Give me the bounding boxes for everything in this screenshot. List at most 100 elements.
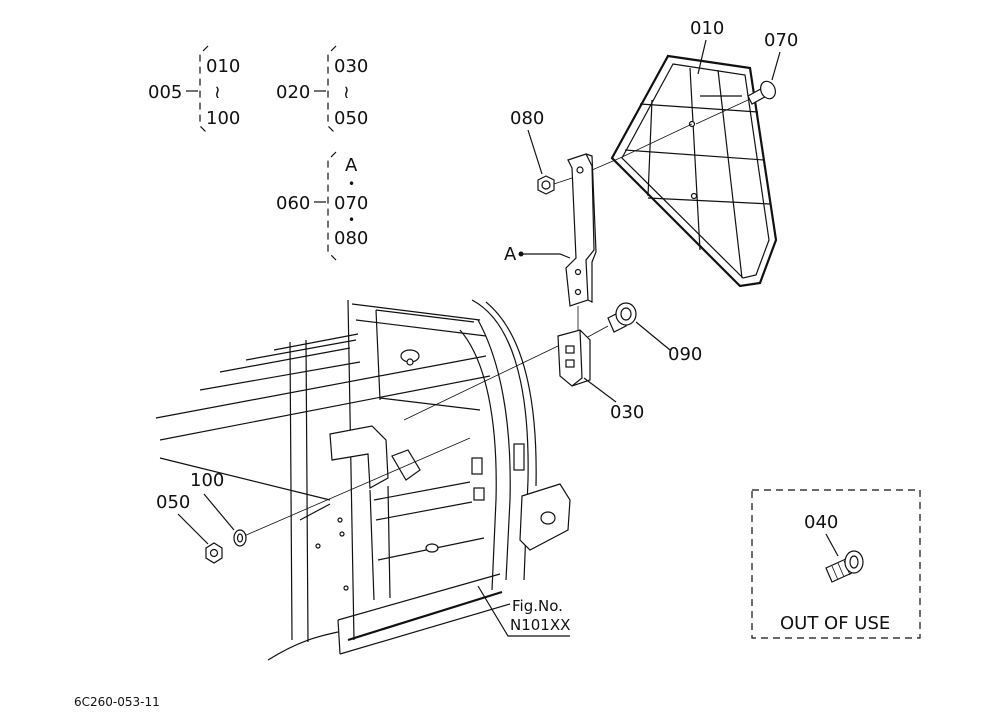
bracket-030-slot-1 bbox=[565, 345, 575, 354]
right-pillar-inner-2 bbox=[459, 329, 497, 591]
callout-050-range: 050 bbox=[334, 108, 368, 129]
bolt-090-axis bbox=[585, 325, 609, 339]
nut-050-hole bbox=[209, 548, 219, 558]
frame-rail-3 bbox=[199, 361, 361, 391]
post-hole-1 bbox=[337, 517, 343, 523]
bracket-a-hole-low bbox=[574, 288, 582, 296]
reflector-grid-h3 bbox=[647, 197, 771, 205]
bracket-a-hole-top bbox=[576, 166, 584, 174]
callout-030: 030 bbox=[610, 402, 644, 423]
post-hole-3 bbox=[343, 585, 349, 591]
nut-080-hole bbox=[541, 180, 551, 190]
group-005: 005 010 ≀ 100 bbox=[148, 45, 240, 135]
mid-inner-top bbox=[375, 309, 475, 323]
bracket-a-edge bbox=[585, 153, 597, 303]
bracket-a-plate bbox=[565, 153, 595, 307]
reflector-grid-v3 bbox=[647, 99, 653, 197]
post-hole-4 bbox=[315, 543, 321, 549]
bolt-070-head bbox=[760, 80, 776, 100]
mid-inner-a bbox=[375, 309, 381, 401]
fig-ref-leader bbox=[477, 585, 570, 637]
center-post-b bbox=[387, 485, 391, 599]
dot-separator-2: • bbox=[348, 213, 355, 227]
cab-frame bbox=[155, 299, 571, 661]
nut-080 bbox=[537, 175, 555, 195]
range-symbol-a: ≀ bbox=[214, 82, 221, 103]
sill-end bbox=[337, 619, 341, 655]
reflector-inner-frame bbox=[621, 63, 770, 279]
sill-edge bbox=[347, 590, 503, 642]
leader-050 bbox=[177, 513, 209, 545]
floor-curve bbox=[267, 631, 339, 661]
bracket-020 bbox=[327, 45, 337, 135]
center-hole bbox=[425, 543, 439, 553]
callout-070-set: 070 bbox=[334, 193, 368, 214]
callout-090: 090 bbox=[668, 344, 702, 365]
reflector-grid-v2 bbox=[717, 69, 743, 279]
center-post-a bbox=[369, 489, 375, 601]
bolt-040-head-inner bbox=[849, 555, 859, 569]
sill-top bbox=[337, 573, 501, 621]
bolt-070 bbox=[747, 80, 776, 105]
leader-080 bbox=[527, 129, 543, 175]
callout-010: 010 bbox=[690, 18, 724, 39]
nut-050 bbox=[205, 542, 223, 564]
callout-ref-a: A bbox=[504, 244, 517, 265]
ref-a-dot bbox=[518, 251, 524, 257]
callout-020: 020 bbox=[276, 82, 310, 103]
out-of-use-inset: 040 OUT OF USE bbox=[751, 489, 921, 639]
callout-005: 005 bbox=[148, 82, 182, 103]
callout-070: 070 bbox=[764, 30, 798, 51]
bracket-005 bbox=[199, 45, 209, 135]
post-hole-2 bbox=[339, 531, 345, 537]
out-of-use-label: OUT OF USE bbox=[780, 613, 890, 634]
mid-top-2 bbox=[355, 319, 487, 337]
callout-060: 060 bbox=[276, 193, 310, 214]
right-mount-hole bbox=[540, 511, 556, 525]
bracket-030-body bbox=[557, 329, 591, 387]
group-020: 020 030 ≀ 050 bbox=[276, 45, 368, 135]
bolt-090-head-inner bbox=[620, 307, 632, 321]
bracket-a-hole-mid bbox=[574, 268, 582, 276]
fig-ref-line1: Fig.No. bbox=[512, 597, 563, 615]
frame-rail-4 bbox=[219, 347, 351, 373]
mid-inner-bottom bbox=[379, 397, 481, 411]
bolt-040 bbox=[825, 550, 864, 583]
floor-link bbox=[299, 503, 331, 521]
inset-border bbox=[751, 489, 921, 639]
callout-100-range: 100 bbox=[206, 108, 240, 129]
right-pillar-inner bbox=[477, 319, 511, 581]
assembly-line-washer bbox=[243, 437, 471, 537]
frame-rail-6 bbox=[273, 333, 359, 351]
leader-100 bbox=[203, 493, 235, 531]
fig-ref-line2: N101XX bbox=[510, 616, 570, 634]
frame-floor-edge bbox=[159, 457, 331, 501]
pillar-tab-2 bbox=[473, 487, 485, 501]
reflector-grid-h1 bbox=[639, 103, 759, 113]
mid-post-a bbox=[347, 299, 355, 641]
mid-boss-hole bbox=[406, 358, 414, 366]
washer-100-hole bbox=[236, 533, 244, 543]
center-beam-2 bbox=[375, 501, 473, 521]
pillar-tab-3 bbox=[513, 443, 525, 471]
leader-010 bbox=[697, 39, 707, 75]
callout-050: 050 bbox=[156, 492, 190, 513]
nut-080-axis bbox=[553, 123, 693, 185]
callout-040: 040 bbox=[804, 512, 838, 533]
bracket-030-slot-2 bbox=[565, 359, 575, 368]
bolt-070-axis bbox=[695, 99, 749, 125]
reflector-grid-v1 bbox=[689, 67, 701, 251]
mid-top-1 bbox=[351, 303, 481, 321]
leader-040 bbox=[825, 533, 839, 557]
leader-ref-a bbox=[520, 253, 571, 259]
callout-030-range: 030 bbox=[334, 56, 368, 77]
dot-separator-1: • bbox=[348, 177, 355, 191]
bracket-060 bbox=[327, 151, 337, 261]
callout-080-set: 080 bbox=[334, 228, 368, 249]
bracket-030 bbox=[557, 329, 591, 387]
range-symbol-b: ≀ bbox=[343, 82, 350, 103]
washer-100 bbox=[233, 529, 247, 547]
callout-100: 100 bbox=[190, 470, 224, 491]
drawing-code: 6C260-053-11 bbox=[74, 695, 160, 709]
